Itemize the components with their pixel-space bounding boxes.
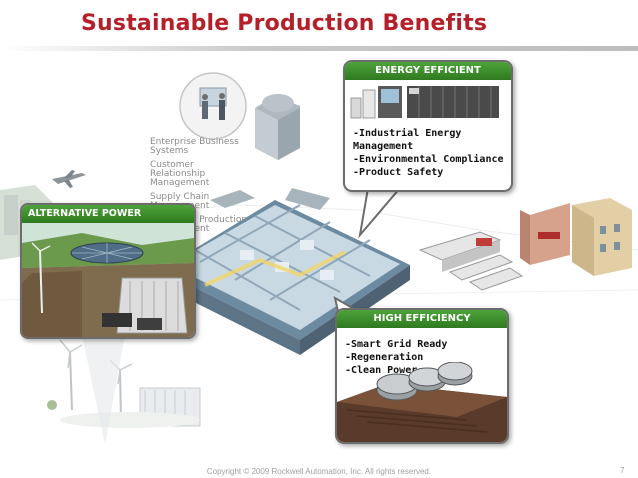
energy-efficient-heading: ENERGY EFFICIENT bbox=[345, 62, 511, 80]
bullet-regeneration: -Regeneration bbox=[345, 352, 424, 363]
page-number: 7 bbox=[620, 466, 625, 475]
hydro-solar-wind-image bbox=[22, 223, 194, 337]
bullet-product-safety: -Product Safety bbox=[353, 167, 444, 178]
trucks-icon bbox=[418, 231, 524, 291]
control-hardware-image bbox=[350, 86, 499, 119]
meeting-people-icon bbox=[179, 72, 247, 140]
footer-copyright: Copyright © 2009 Rockwell Automation, In… bbox=[206, 467, 432, 476]
high-efficiency-heading: HIGH EFFICIENCY bbox=[337, 310, 507, 328]
alternative-power-callout: ALTERNATIVE POWER bbox=[20, 203, 196, 339]
bullet-environmental-compliance: -Environmental Compliance bbox=[353, 154, 504, 165]
spotlight-beam bbox=[82, 335, 125, 445]
enterprise-label-crm: Customer Relationship Management bbox=[150, 160, 210, 188]
airplane-icon bbox=[52, 170, 86, 188]
energy-callout-pointer bbox=[358, 187, 403, 239]
wind-turbines-icon bbox=[47, 339, 201, 428]
high-efficiency-bullets: -Smart Grid Ready -Regeneration -Clean P… bbox=[337, 328, 507, 377]
enterprise-label-business-systems: Enterprise Business Systems bbox=[150, 137, 239, 156]
bullet-clean-power: -Clean Power bbox=[345, 365, 418, 376]
office-building-icon bbox=[255, 94, 300, 160]
drives-on-wood-image bbox=[337, 362, 507, 442]
title-divider bbox=[0, 46, 638, 51]
slide-title: Sustainable Production Benefits bbox=[81, 11, 488, 36]
energy-efficient-bullets: -Industrial Energy Management -Environme… bbox=[345, 122, 511, 179]
bullet-smart-grid-ready: -Smart Grid Ready bbox=[345, 339, 448, 350]
bullet-industrial-energy-management: -Industrial Energy Management bbox=[353, 128, 462, 152]
energy-efficient-callout: ENERGY EFFICIENT -Industrial Energy Mana… bbox=[343, 60, 513, 192]
alternative-power-heading: ALTERNATIVE POWER bbox=[22, 205, 194, 223]
high-efficiency-callout: HIGH EFFICIENCY -Smart Grid Ready -Regen… bbox=[335, 308, 509, 444]
town-buildings-icon bbox=[520, 198, 632, 276]
